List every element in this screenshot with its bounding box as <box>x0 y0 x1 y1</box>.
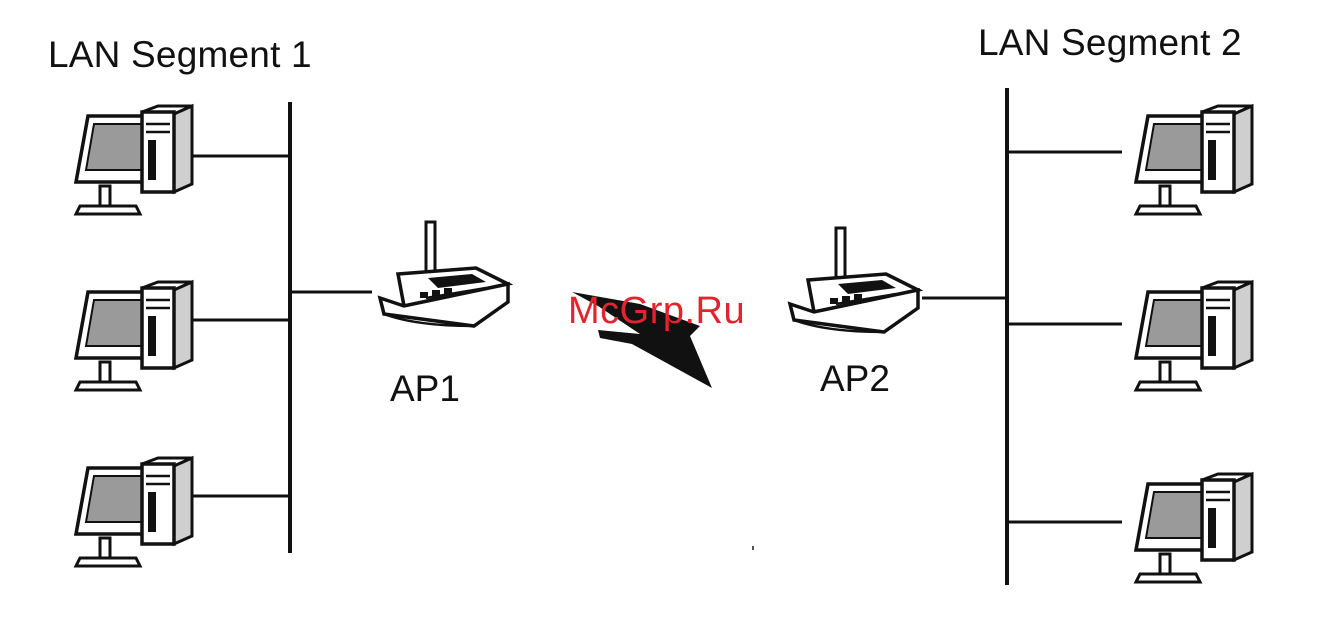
lan2-computer-1 <box>1136 106 1252 214</box>
ap2-label: AP2 <box>820 358 890 400</box>
lan1-computer-3 <box>76 458 192 566</box>
lan2-computer-2 <box>1136 282 1252 390</box>
lan-segment-2-label: LAN Segment 2 <box>978 22 1242 64</box>
ap1-label: AP1 <box>390 368 460 410</box>
lan2-computer-3 <box>1136 474 1252 582</box>
watermark-text: McGrp.Ru <box>568 290 745 333</box>
lan-segment-1-label: LAN Segment 1 <box>48 34 312 76</box>
lan1-computer-2 <box>76 282 192 390</box>
ap1-router-icon <box>380 222 508 326</box>
lan1-computer-1 <box>76 106 192 214</box>
ap2-router-icon <box>790 228 918 332</box>
